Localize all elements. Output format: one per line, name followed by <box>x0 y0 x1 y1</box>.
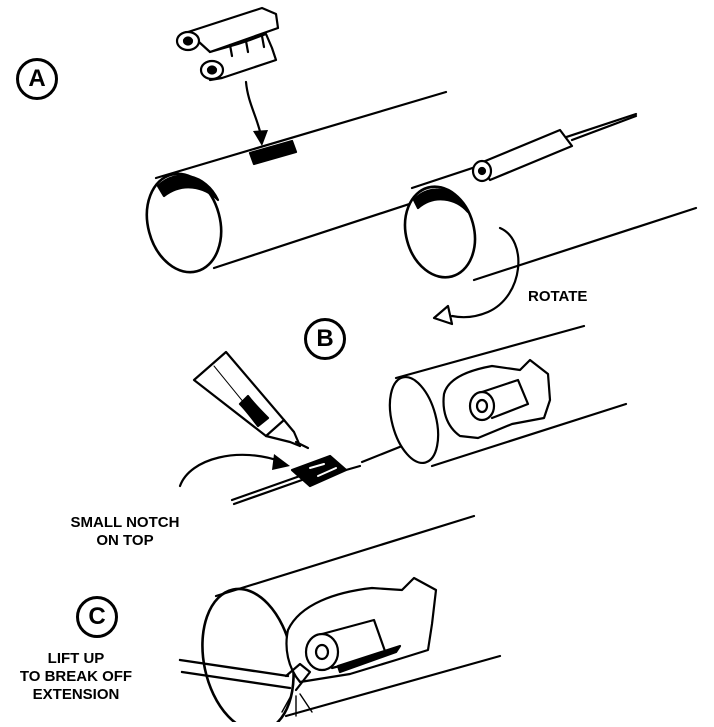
glue-tube-illustration <box>192 350 310 450</box>
tube-segment-illustration <box>175 6 280 82</box>
step-b-letter: B <box>316 325 334 352</box>
step-c-marker: C <box>76 596 118 638</box>
small-notch-line-2: ON TOP <box>96 532 154 549</box>
lift-up-line-3: EXTENSION <box>32 686 120 703</box>
lift-up-line-1: LIFT UP <box>47 650 105 667</box>
step-c-letter: C <box>88 603 106 630</box>
cutaway-tube-c <box>178 514 502 727</box>
lift-up-label: LIFT UP TO BREAK OFF EXTENSION <box>6 650 146 704</box>
rotate-arrow <box>450 226 520 319</box>
step-b-marker: B <box>304 318 346 360</box>
right-tube-illustration <box>403 112 698 326</box>
rotate-label: ROTATE <box>528 288 588 305</box>
small-notch-line-1: SMALL NOTCH <box>70 514 180 531</box>
cutaway-tube-b <box>388 324 628 468</box>
fork-piece-illustration <box>230 454 362 506</box>
notch-arrow <box>178 453 284 488</box>
left-tube-illustration <box>145 90 448 274</box>
step-a-marker: A <box>16 58 58 100</box>
step-a-letter: A <box>28 65 46 92</box>
lift-up-line-2: TO BREAK OFF <box>19 668 133 685</box>
small-notch-label: SMALL NOTCH ON TOP <box>52 514 198 550</box>
